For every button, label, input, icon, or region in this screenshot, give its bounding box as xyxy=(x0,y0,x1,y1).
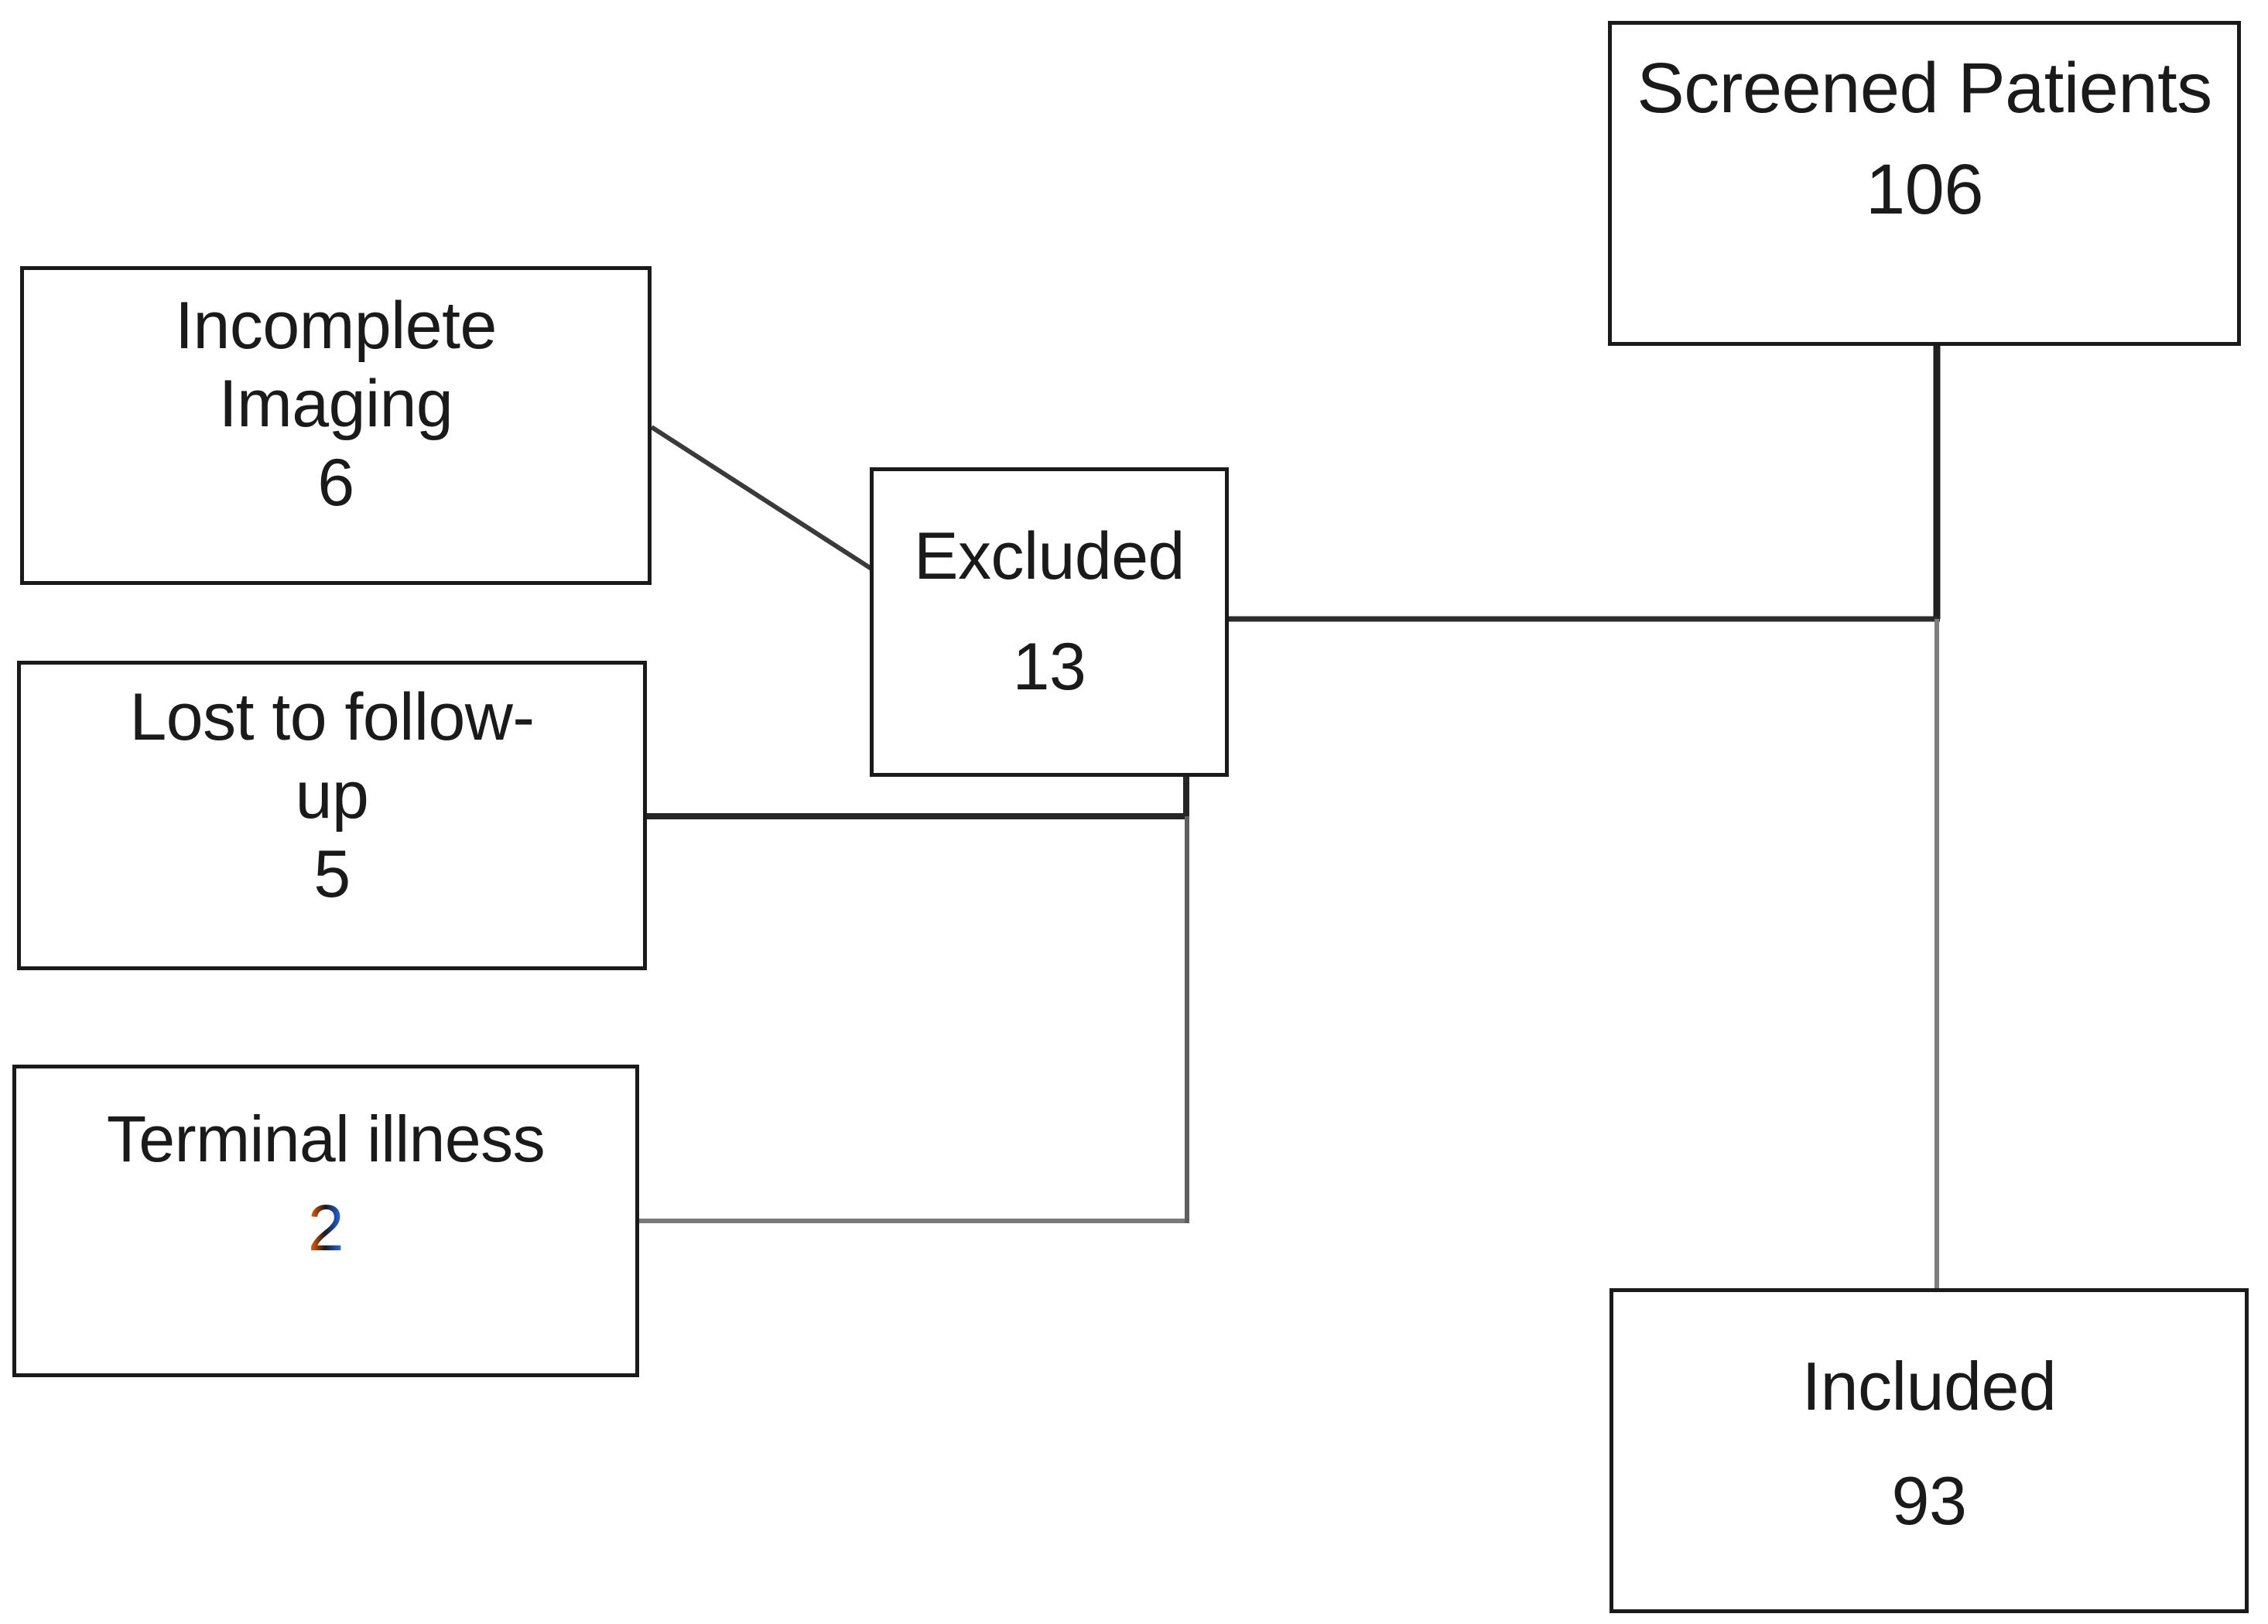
node-excluded-label: Excluded xyxy=(914,519,1185,593)
node-lost-to-follow-up-label: Lost to follow- up xyxy=(129,680,535,833)
node-incomplete-imaging-count: 6 xyxy=(317,445,354,520)
node-incomplete-imaging[interactable]: Incomplete Imaging 6 xyxy=(20,266,652,585)
node-excluded-count: 13 xyxy=(1012,630,1086,705)
node-included-count: 93 xyxy=(1891,1462,1967,1539)
node-screened-patients-label: Screened Patients xyxy=(1637,49,2212,128)
node-screened-patients[interactable]: Screened Patients 106 xyxy=(1608,21,2241,346)
node-lost-to-follow-up-count: 5 xyxy=(313,836,351,911)
node-included-label: Included xyxy=(1801,1348,2057,1424)
edge-incomplete-to-excluded xyxy=(650,425,873,571)
node-screened-patients-count: 106 xyxy=(1866,149,1984,229)
node-terminal-illness-count: 2 xyxy=(308,1190,344,1267)
node-excluded[interactable]: Excluded 13 xyxy=(870,467,1229,777)
node-terminal-illness-label: Terminal illness xyxy=(106,1103,546,1175)
node-terminal-illness[interactable]: Terminal illness 2 xyxy=(12,1065,639,1377)
node-incomplete-imaging-label: Incomplete Imaging xyxy=(175,289,497,442)
node-included[interactable]: Included 93 xyxy=(1609,1288,2249,1613)
node-lost-to-follow-up[interactable]: Lost to follow- up 5 xyxy=(17,661,647,970)
